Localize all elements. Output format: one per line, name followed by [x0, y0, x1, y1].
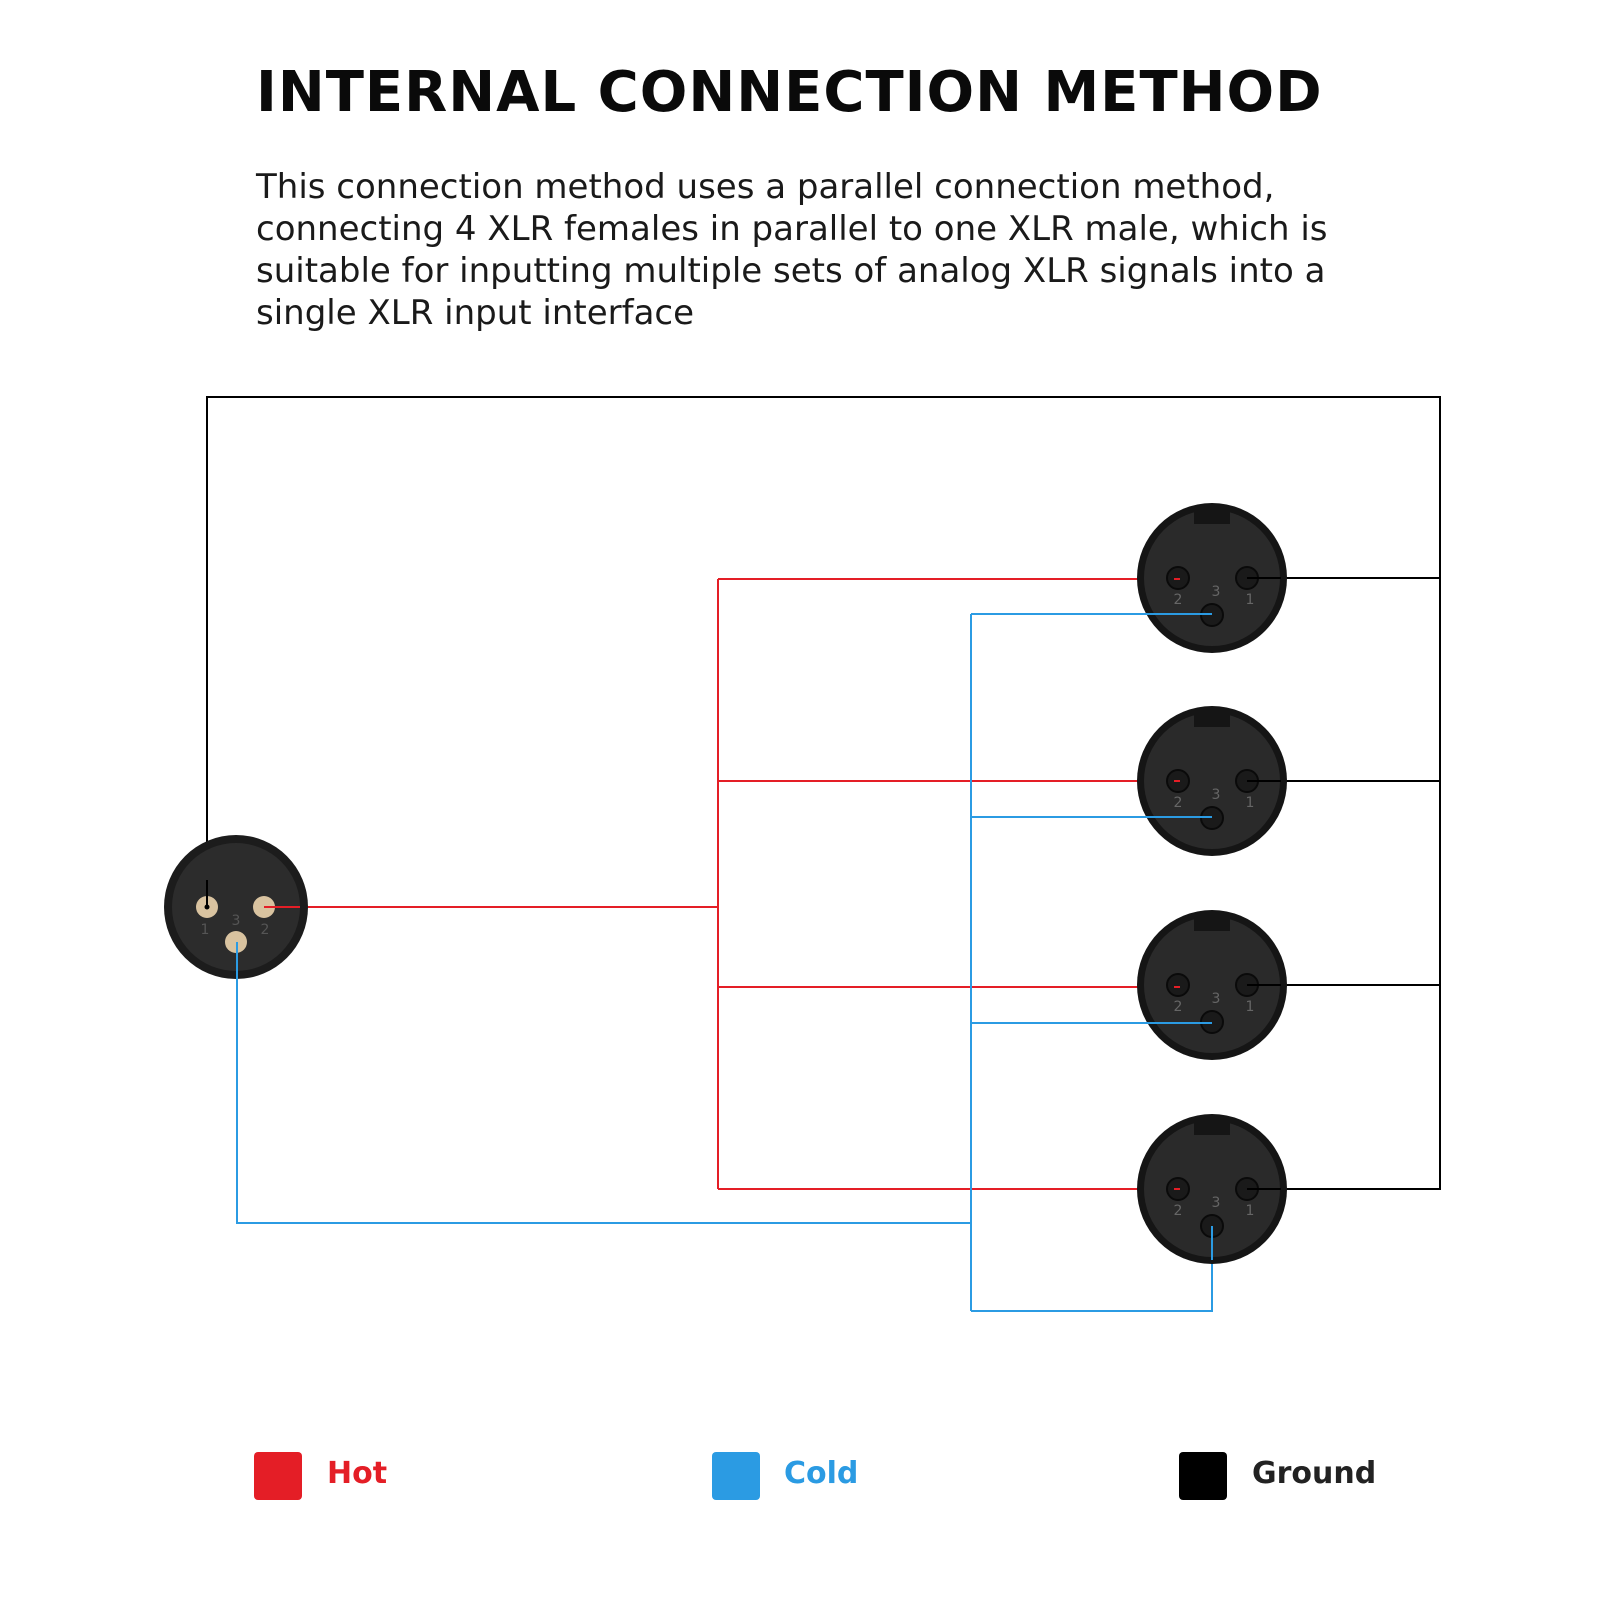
female-3-pin-label-1: 1 — [1246, 999, 1255, 1015]
legend-hot-swatch — [254, 1452, 302, 1500]
female-3-pin-2 — [1166, 973, 1190, 997]
legend-ground-label: Ground — [1252, 1456, 1377, 1491]
xlr-female-connector-1: 2 3 1 — [1137, 503, 1287, 653]
ground-main-wire — [206, 396, 1441, 1190]
xlr-male-connector: 1 3 2 — [164, 835, 308, 979]
wire-terminals — [206, 577, 1281, 1260]
female-4-pin-label-1: 1 — [1246, 1203, 1255, 1219]
female-2-pin-label-2: 2 — [1174, 795, 1183, 811]
female-1-pin-label-2: 2 — [1174, 592, 1183, 608]
description-text: This connection method uses a parallel c… — [256, 167, 1328, 333]
cold-main-wire — [236, 943, 971, 1224]
female-4-pin-label-2: 2 — [1174, 1203, 1183, 1219]
female-2-pin-label-3: 3 — [1212, 787, 1221, 803]
hot-wires — [266, 578, 1174, 1190]
legend-cold-label: Cold — [784, 1456, 859, 1491]
female-4-pin-label-3: 3 — [1212, 1195, 1221, 1211]
page-title: INTERNAL CONNECTION METHOD — [256, 60, 1323, 125]
xlr-female-connector-4: 2 3 1 — [1137, 1114, 1287, 1264]
female-1-pin-label-1: 1 — [1246, 592, 1255, 608]
female-3-pin-label-3: 3 — [1212, 991, 1221, 1007]
legend-ground-swatch — [1179, 1452, 1227, 1500]
cold-wires — [236, 613, 1213, 1312]
female-2-pin-label-1: 1 — [1246, 795, 1255, 811]
female-3-pin-label-2: 2 — [1174, 999, 1183, 1015]
legend-cold-swatch — [712, 1452, 760, 1500]
female-1-pin-label-3: 3 — [1212, 584, 1221, 600]
male-pin-label-3: 3 — [232, 913, 241, 929]
male-pin-label-1: 1 — [201, 922, 210, 938]
male-pin-label-2: 2 — [261, 922, 270, 938]
ground-wires — [206, 396, 1441, 1190]
legend-hot-label: Hot — [327, 1456, 388, 1491]
xlr-female-connector-2: 2 3 1 — [1137, 706, 1287, 856]
